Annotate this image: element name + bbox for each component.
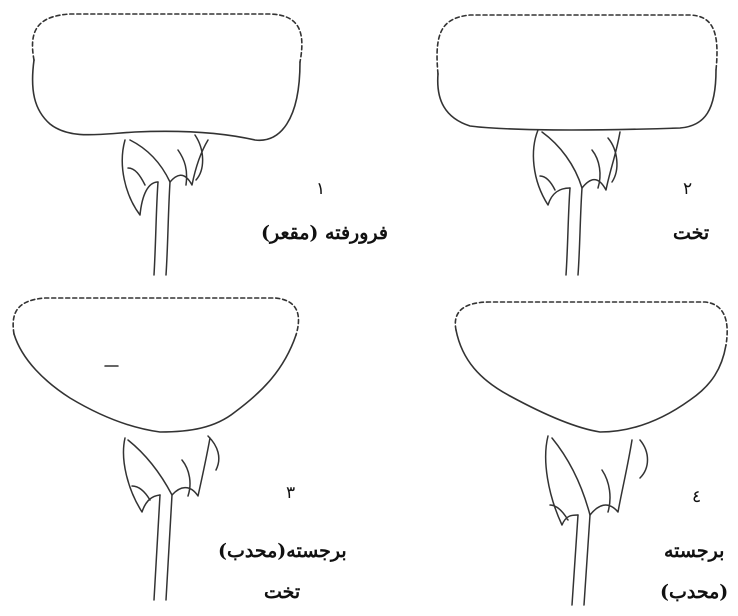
panel-1-caption: فرورفته (مقعر) bbox=[261, 222, 388, 244]
panel-1-flower-head-lower bbox=[33, 60, 300, 140]
panel-2-number: ٢ bbox=[683, 179, 692, 199]
panel-4-bracts bbox=[546, 436, 648, 525]
panel-4-caption-line-2: (محدب) bbox=[660, 581, 728, 603]
panel-1-stem bbox=[154, 182, 170, 275]
panel-3-flower-head bbox=[13, 298, 298, 335]
panel-4-caption-line-1: برجسته bbox=[664, 540, 724, 562]
panel-4-flower-head bbox=[455, 302, 727, 345]
panel-3-stem bbox=[154, 495, 172, 600]
panel-4-stem bbox=[572, 515, 590, 605]
panel-1-flower-head bbox=[33, 14, 302, 62]
panel-2-flower-head bbox=[437, 15, 717, 74]
panel-2-stem bbox=[566, 188, 582, 275]
panel-3-caption-line-1: برجسته(محدب) bbox=[218, 540, 347, 562]
panel-3-caption-line-2: تخت bbox=[264, 581, 300, 603]
panel-2-bracts bbox=[533, 130, 620, 205]
panel-3-flower-head-lower bbox=[14, 334, 296, 432]
panel-1-bracts bbox=[122, 135, 208, 215]
panel-2-flower-head-lower bbox=[438, 70, 716, 130]
panel-1-number: ١ bbox=[316, 179, 325, 199]
panel-4-flower-head-lower bbox=[456, 330, 726, 432]
panel-3-number: ٣ bbox=[286, 483, 295, 503]
panel-4-number: ٤ bbox=[692, 487, 701, 507]
panel-2-caption: تخت bbox=[673, 222, 709, 244]
